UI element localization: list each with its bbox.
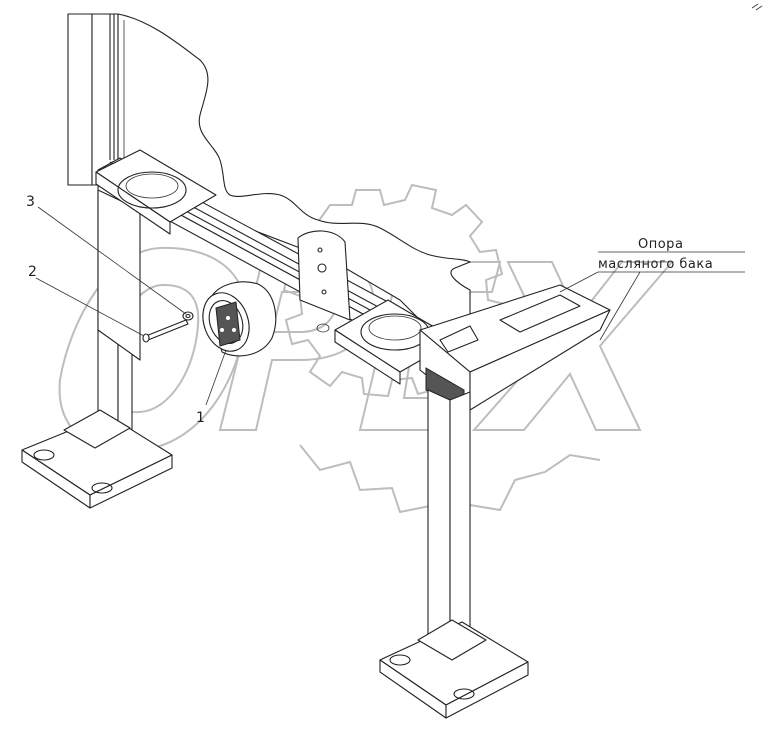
- screw: [142, 319, 189, 343]
- right-base-plate: [379, 619, 529, 719]
- left-upper-post: [67, 13, 119, 186]
- left-support-tray: [95, 149, 217, 235]
- electrical-socket: [202, 281, 277, 357]
- corner-mark: [751, 3, 763, 11]
- mounting-bracket: [297, 230, 351, 321]
- left-base-plate: [21, 409, 173, 509]
- assembly-label-line2: масляного бака: [598, 257, 713, 272]
- callout-2: 2: [28, 264, 37, 280]
- right-end-bracket: [419, 284, 611, 411]
- callout-3: 3: [26, 194, 35, 210]
- callout-1: 1: [196, 410, 205, 426]
- assembly-label-line1: Опора: [638, 237, 683, 252]
- right-lower-leg: [427, 389, 471, 666]
- oil-tank-outline: [117, 13, 471, 331]
- callout-leaders: [35, 206, 745, 406]
